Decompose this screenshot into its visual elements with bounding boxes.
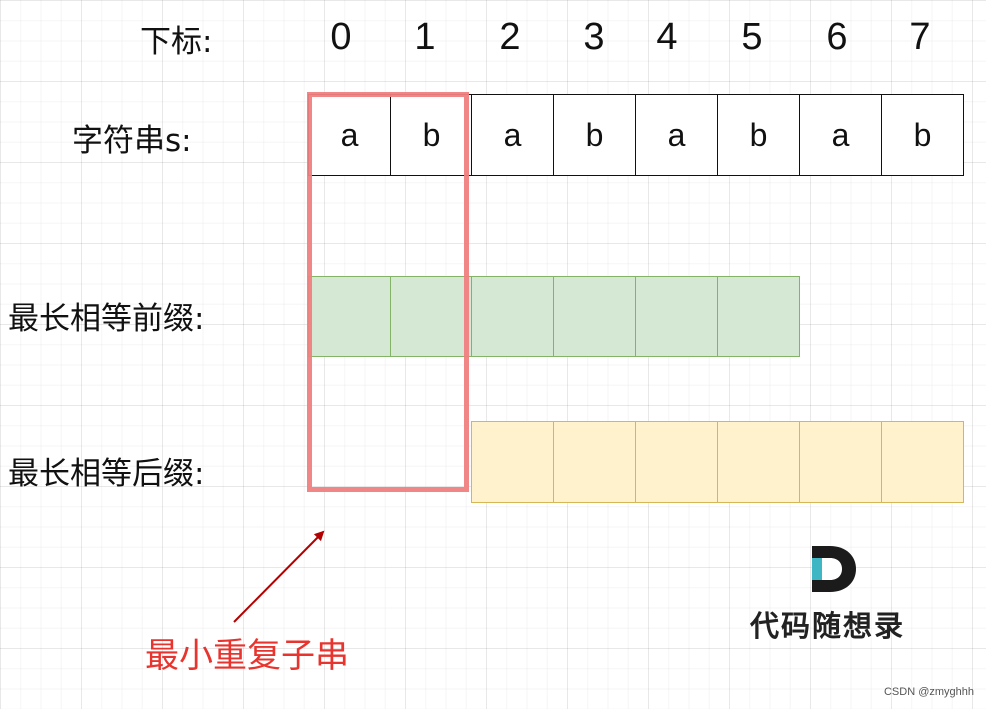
prefix-cell-5 xyxy=(717,276,800,357)
index-number-7: 7 xyxy=(909,16,931,58)
string-cell-5: b xyxy=(717,94,800,176)
index-row-label: 下标: xyxy=(140,24,213,60)
prefix-cell-4 xyxy=(635,276,718,357)
string-row-label: 字符串s: xyxy=(72,123,192,159)
string-cell-4: a xyxy=(635,94,718,176)
suffix-cell-3 xyxy=(553,421,636,503)
suffix-cell-6 xyxy=(799,421,882,503)
index-number-2: 2 xyxy=(499,16,521,58)
prefix-cell-2 xyxy=(471,276,554,357)
min-repeat-highlight-box xyxy=(307,92,469,492)
suffix-cell-5 xyxy=(717,421,800,503)
index-number-1: 1 xyxy=(414,16,436,58)
prefix-cell-3 xyxy=(553,276,636,357)
watermark-credit: CSDN @zmyghhh xyxy=(883,686,974,698)
logo-text: 代码随想录 xyxy=(750,609,906,643)
index-number-3: 3 xyxy=(583,16,605,58)
suffix-cell-7 xyxy=(881,421,964,503)
index-number-0: 0 xyxy=(330,16,352,58)
index-number-5: 5 xyxy=(741,16,763,58)
suffix-row-label: 最长相等后缀: xyxy=(8,456,205,492)
prefix-cell-1 xyxy=(390,276,473,357)
index-number-6: 6 xyxy=(826,16,848,58)
string-cell-1: b xyxy=(390,94,473,176)
prefix-row-label: 最长相等前缀: xyxy=(8,301,205,337)
logo-d-icon xyxy=(812,546,856,592)
string-cell-7: b xyxy=(881,94,964,176)
min-repeat-annotation: 最小重复子串 xyxy=(145,636,349,676)
suffix-cell-4 xyxy=(635,421,718,503)
index-number-4: 4 xyxy=(656,16,678,58)
